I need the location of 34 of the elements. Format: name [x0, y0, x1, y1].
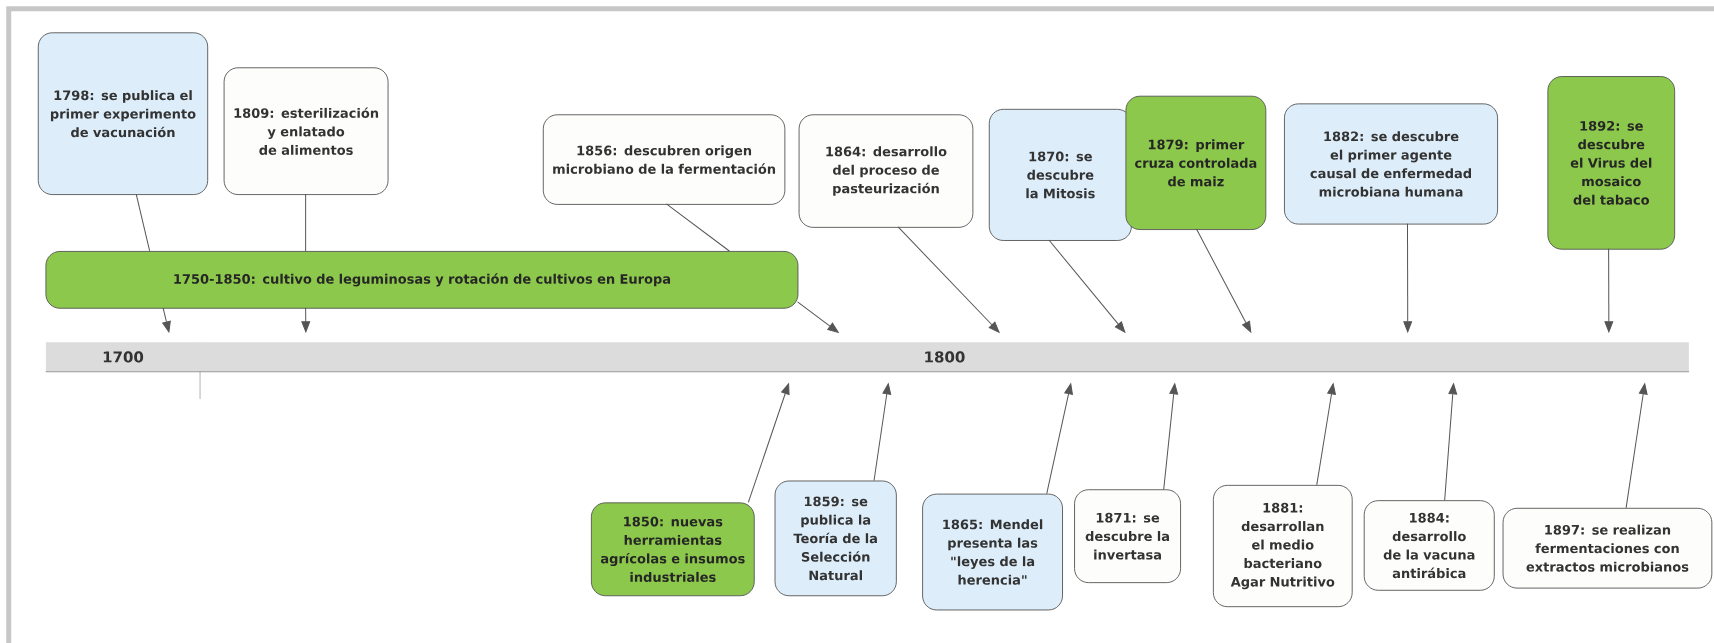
event-box: 1897: se realizan fermentaciones con extractos microbianos	[1502, 507, 1713, 589]
arrow	[747, 383, 790, 503]
arrow	[1048, 239, 1126, 333]
event-box: 1859: se publica la Teoría de la Selección Natural	[774, 480, 897, 597]
event-box: 1865: Mendel presenta las "leyes de la herencia"	[922, 493, 1063, 611]
arrow	[1196, 228, 1252, 333]
arrow	[797, 301, 839, 333]
arrow	[1444, 383, 1458, 501]
arrow	[162, 307, 171, 333]
event-box: 1870: se descubre la Mitosis	[988, 108, 1132, 241]
event-box: 1798: se publica el primer experimento de vacunación	[37, 32, 209, 195]
event-box: 1856: descubren origen microbiano de la fermentación	[542, 114, 786, 205]
arrow	[1163, 383, 1179, 490]
arrow	[1604, 248, 1614, 333]
event-box: 1884: desarrollo de la vacuna antirábica	[1363, 500, 1495, 591]
node-label: 1700	[103, 351, 144, 363]
timeline-segment: 1700	[45, 342, 201, 373]
arrow	[1403, 223, 1413, 333]
arrow	[1625, 383, 1648, 509]
event-box: 1809: esterilización y enlatado de alimentos	[223, 67, 389, 195]
arrow	[873, 383, 892, 482]
arrow	[1316, 383, 1336, 486]
event-box: 1892: se descubre el Virus del mosaico del tabaco	[1547, 76, 1676, 250]
arrow	[1046, 383, 1073, 495]
event-box: 1879: primer cruza controlada de maiz	[1125, 95, 1267, 230]
arrow	[301, 307, 311, 333]
arrow	[897, 226, 1000, 333]
event-box: 1750-1850: cultivo de leguminosas y rotación de cultivos en Europa	[45, 250, 799, 309]
node-label: 1800	[925, 351, 965, 363]
event-box: 1864: desarrollo del proceso de pasteurización	[798, 114, 974, 228]
event-box: 1881: desarrollan el medio bacteriano Agar Nutritivo	[1212, 484, 1353, 608]
event-box: 1882: se descubre el primer agente causal de enfermedad microbiana humana	[1283, 103, 1499, 225]
event-box: 1850: nuevas herramientas agrícolas e insumos industriales	[590, 502, 755, 597]
event-box: 1871: se descubre la invertasa	[1074, 489, 1182, 584]
